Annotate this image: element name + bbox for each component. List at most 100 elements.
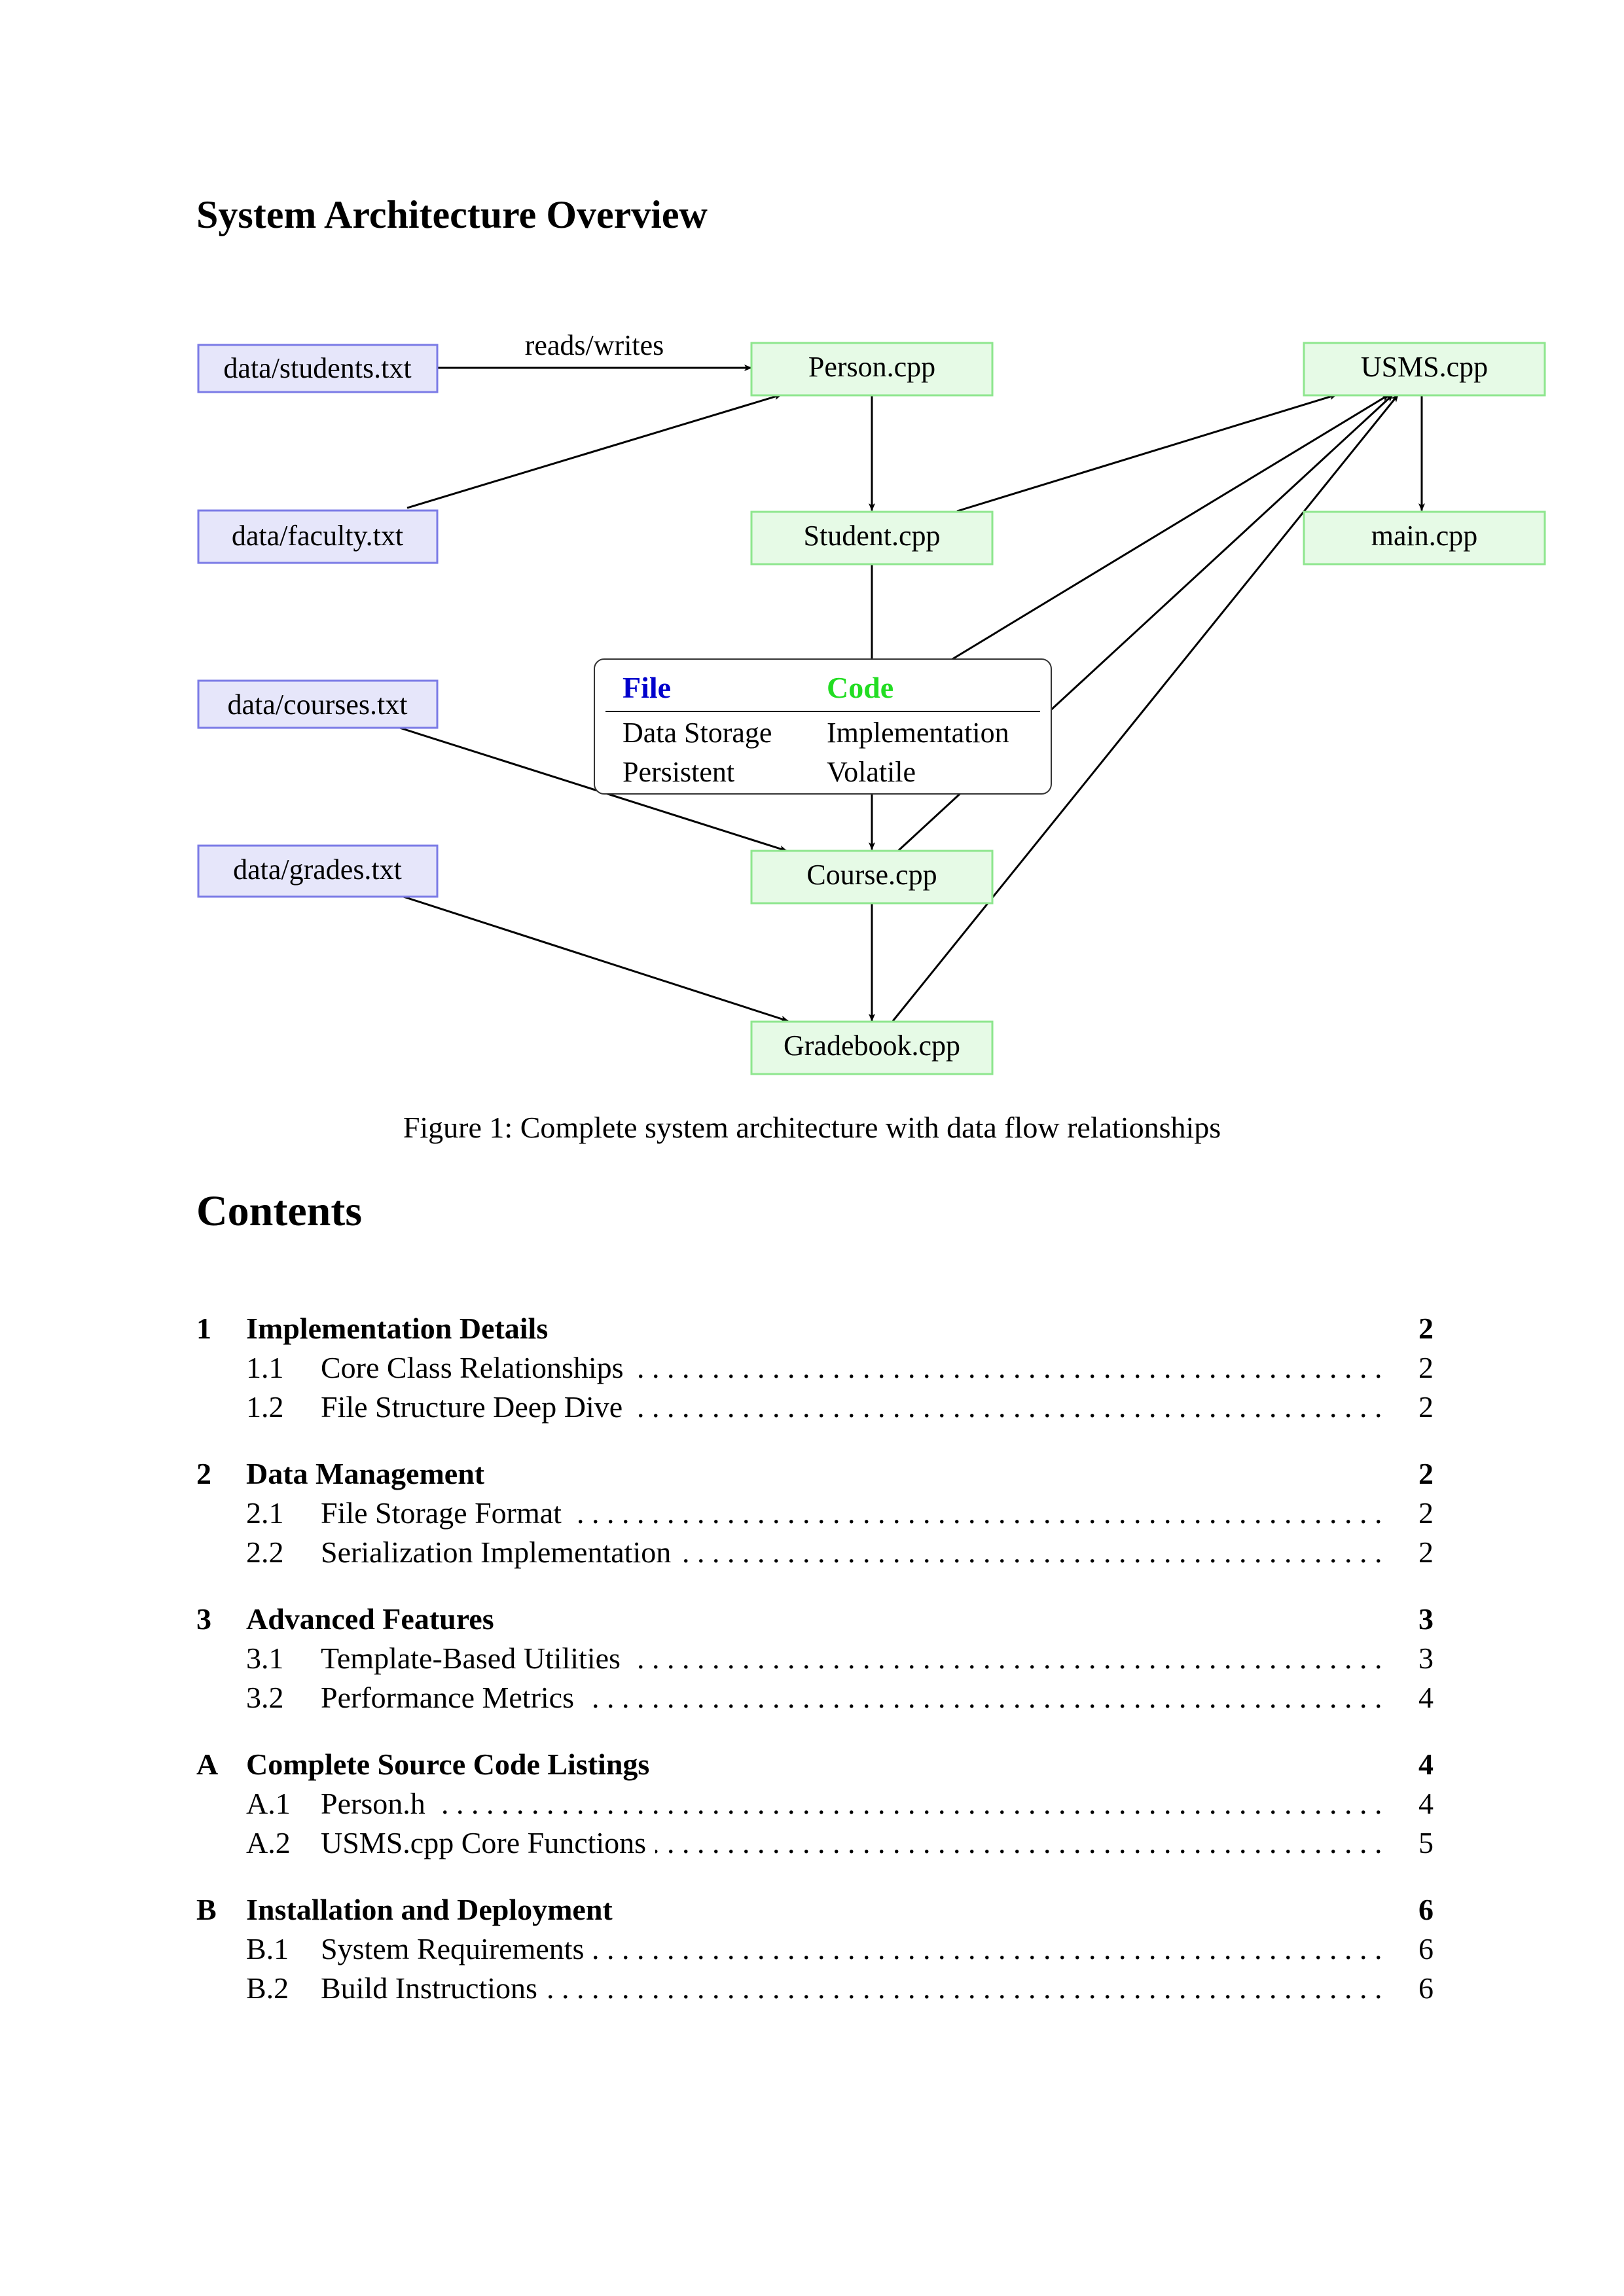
toc-entry[interactable]: A Complete Source Code Listings 4 — [196, 1745, 1434, 1784]
toc-number: B — [196, 1893, 217, 1926]
node-label: Student.cpp — [804, 520, 941, 552]
edge-faculty-person — [406, 393, 782, 509]
toc-number: 1.1 — [246, 1351, 284, 1384]
toc-title: Template-Based Utilities — [321, 1641, 630, 1675]
toc-leader: . . . . . . . . . . . . . . . . . . . . … — [321, 1969, 1388, 2008]
node-course-cpp: Course.cpp — [750, 850, 994, 905]
toc-entry[interactable]: B Installation and Deployment 6 — [196, 1890, 1434, 1929]
node-student-cpp: Student.cpp — [750, 511, 994, 565]
node-label: data/grades.txt — [233, 853, 402, 886]
edge-courses-course — [391, 724, 787, 852]
toc-section-3: 3 Advanced Features 3 3.1 . . . . . . . … — [196, 1600, 1434, 1717]
toc-title: USMS.cpp Core Functions — [321, 1826, 656, 1859]
toc-section-2: 2 Data Management 2 2.1 . . . . . . . . … — [196, 1454, 1434, 1572]
toc-number: 2.1 — [246, 1496, 284, 1530]
toc-page: 4 — [1418, 1787, 1434, 1820]
toc-leader: . . . . . . . . . . . . . . . . . . . . … — [321, 1639, 1388, 1678]
toc-page: 2 — [1418, 1312, 1434, 1345]
toc-title: Performance Metrics — [321, 1681, 584, 1714]
toc-appendix-b: B Installation and Deployment 6 B.1 . . … — [196, 1890, 1434, 2008]
toc-number: B.2 — [246, 1971, 289, 2005]
toc-number: 2 — [196, 1457, 211, 1490]
toc-page: 2 — [1418, 1496, 1434, 1530]
node-grades-txt: data/grades.txt — [197, 844, 439, 898]
toc-title: Complete Source Code Listings — [246, 1748, 650, 1781]
toc-number: A.1 — [246, 1787, 291, 1820]
toc-entry[interactable]: 1.2 . . . . . . . . . . . . . . . . . . … — [196, 1388, 1434, 1427]
toc-entry[interactable]: 1 Implementation Details 2 — [196, 1309, 1434, 1348]
edge-gradebook-usms — [892, 394, 1399, 1022]
toc-page: 6 — [1418, 1932, 1434, 1965]
node-label: Gradebook.cpp — [784, 1030, 960, 1062]
toc-leader: . . . . . . . . . . . . . . . . . . . . … — [321, 1533, 1388, 1572]
table-of-contents: 1 Implementation Details 2 1.1 . . . . .… — [196, 1309, 1434, 2036]
toc-page: 6 — [1418, 1893, 1434, 1926]
node-faculty-txt: data/faculty.txt — [197, 509, 439, 564]
toc-entry[interactable]: B.2 . . . . . . . . . . . . . . . . . . … — [196, 1969, 1434, 2008]
node-box — [1303, 342, 1546, 397]
node-students-txt: data/students.txt — [197, 344, 439, 393]
node-label: data/courses.txt — [228, 689, 408, 721]
toc-entry[interactable]: A.1 . . . . . . . . . . . . . . . . . . … — [196, 1784, 1434, 1823]
toc-title: File Structure Deep Dive — [321, 1390, 632, 1424]
toc-number: 1 — [196, 1312, 211, 1345]
toc-entry[interactable]: 3.1 . . . . . . . . . . . . . . . . . . … — [196, 1639, 1434, 1678]
diagram-legend: File Code Data Storage Implementation Pe… — [594, 658, 1052, 795]
node-box — [750, 342, 994, 397]
toc-number: 3.1 — [246, 1641, 284, 1675]
node-label: main.cpp — [1371, 520, 1478, 552]
toc-title: Implementation Details — [246, 1312, 549, 1345]
toc-number: 3 — [196, 1602, 211, 1636]
toc-page: 2 — [1418, 1535, 1434, 1569]
legend-row2-file: Persistent — [623, 756, 735, 788]
legend-row2-code: Volatile — [827, 756, 916, 788]
toc-entry[interactable]: A.2 . . . . . . . . . . . . . . . . . . … — [196, 1823, 1434, 1863]
toc-title: File Storage Format — [321, 1496, 571, 1530]
toc-leader: . . . . . . . . . . . . . . . . . . . . … — [321, 1823, 1388, 1863]
toc-entry[interactable]: 2 Data Management 2 — [196, 1454, 1434, 1494]
toc-appendix-a: A Complete Source Code Listings 4 A.1 . … — [196, 1745, 1434, 1863]
toc-page: 3 — [1418, 1602, 1434, 1636]
node-main-cpp: main.cpp — [1303, 511, 1546, 565]
edge-grades-gradebook — [399, 894, 789, 1022]
toc-entry[interactable]: 2.1 . . . . . . . . . . . . . . . . . . … — [196, 1494, 1434, 1533]
toc-page: 3 — [1418, 1641, 1434, 1675]
toc-leader: . . . . . . . . . . . . . . . . . . . . … — [321, 1678, 1388, 1717]
toc-title: Advanced Features — [246, 1602, 494, 1636]
toc-page: 5 — [1418, 1826, 1434, 1859]
legend-header-file: File — [623, 671, 672, 704]
legend-header-code: Code — [827, 671, 894, 704]
toc-entry[interactable]: 3 Advanced Features 3 — [196, 1600, 1434, 1639]
node-box — [750, 1020, 994, 1075]
toc-entry[interactable]: 2.2 . . . . . . . . . . . . . . . . . . … — [196, 1533, 1434, 1572]
toc-number: A — [196, 1748, 219, 1781]
toc-entry[interactable]: 1.1 . . . . . . . . . . . . . . . . . . … — [196, 1348, 1434, 1388]
node-box — [197, 509, 439, 564]
node-box — [750, 850, 994, 905]
toc-number: 3.2 — [246, 1681, 284, 1714]
toc-entry[interactable]: B.1 . . . . . . . . . . . . . . . . . . … — [196, 1929, 1434, 1969]
node-box — [197, 344, 439, 393]
toc-title: Data Management — [246, 1457, 485, 1490]
toc-entry[interactable]: 3.2 . . . . . . . . . . . . . . . . . . … — [196, 1678, 1434, 1717]
node-label: data/faculty.txt — [232, 520, 403, 552]
node-box — [197, 844, 439, 898]
contents-title: Contents — [196, 1187, 363, 1235]
toc-number: B.1 — [246, 1932, 289, 1965]
node-person-cpp: Person.cpp — [750, 342, 994, 397]
toc-page: 2 — [1418, 1457, 1434, 1490]
toc-leader: . . . . . . . . . . . . . . . . . . . . … — [321, 1348, 1388, 1388]
legend-row1-file: Data Storage — [623, 717, 772, 749]
node-courses-txt: data/courses.txt — [197, 679, 439, 729]
node-box — [1303, 511, 1546, 565]
node-label: data/students.txt — [223, 352, 411, 384]
legend-row1-code: Implementation — [827, 717, 1009, 749]
toc-number: 1.2 — [246, 1390, 284, 1424]
toc-title: Build Instructions — [321, 1971, 547, 2005]
toc-number: 2.2 — [246, 1535, 284, 1569]
node-box — [197, 679, 439, 729]
toc-leader: . . . . . . . . . . . . . . . . . . . . … — [321, 1784, 1388, 1823]
diagram-edges — [391, 365, 1425, 1022]
toc-page: 4 — [1418, 1681, 1434, 1714]
